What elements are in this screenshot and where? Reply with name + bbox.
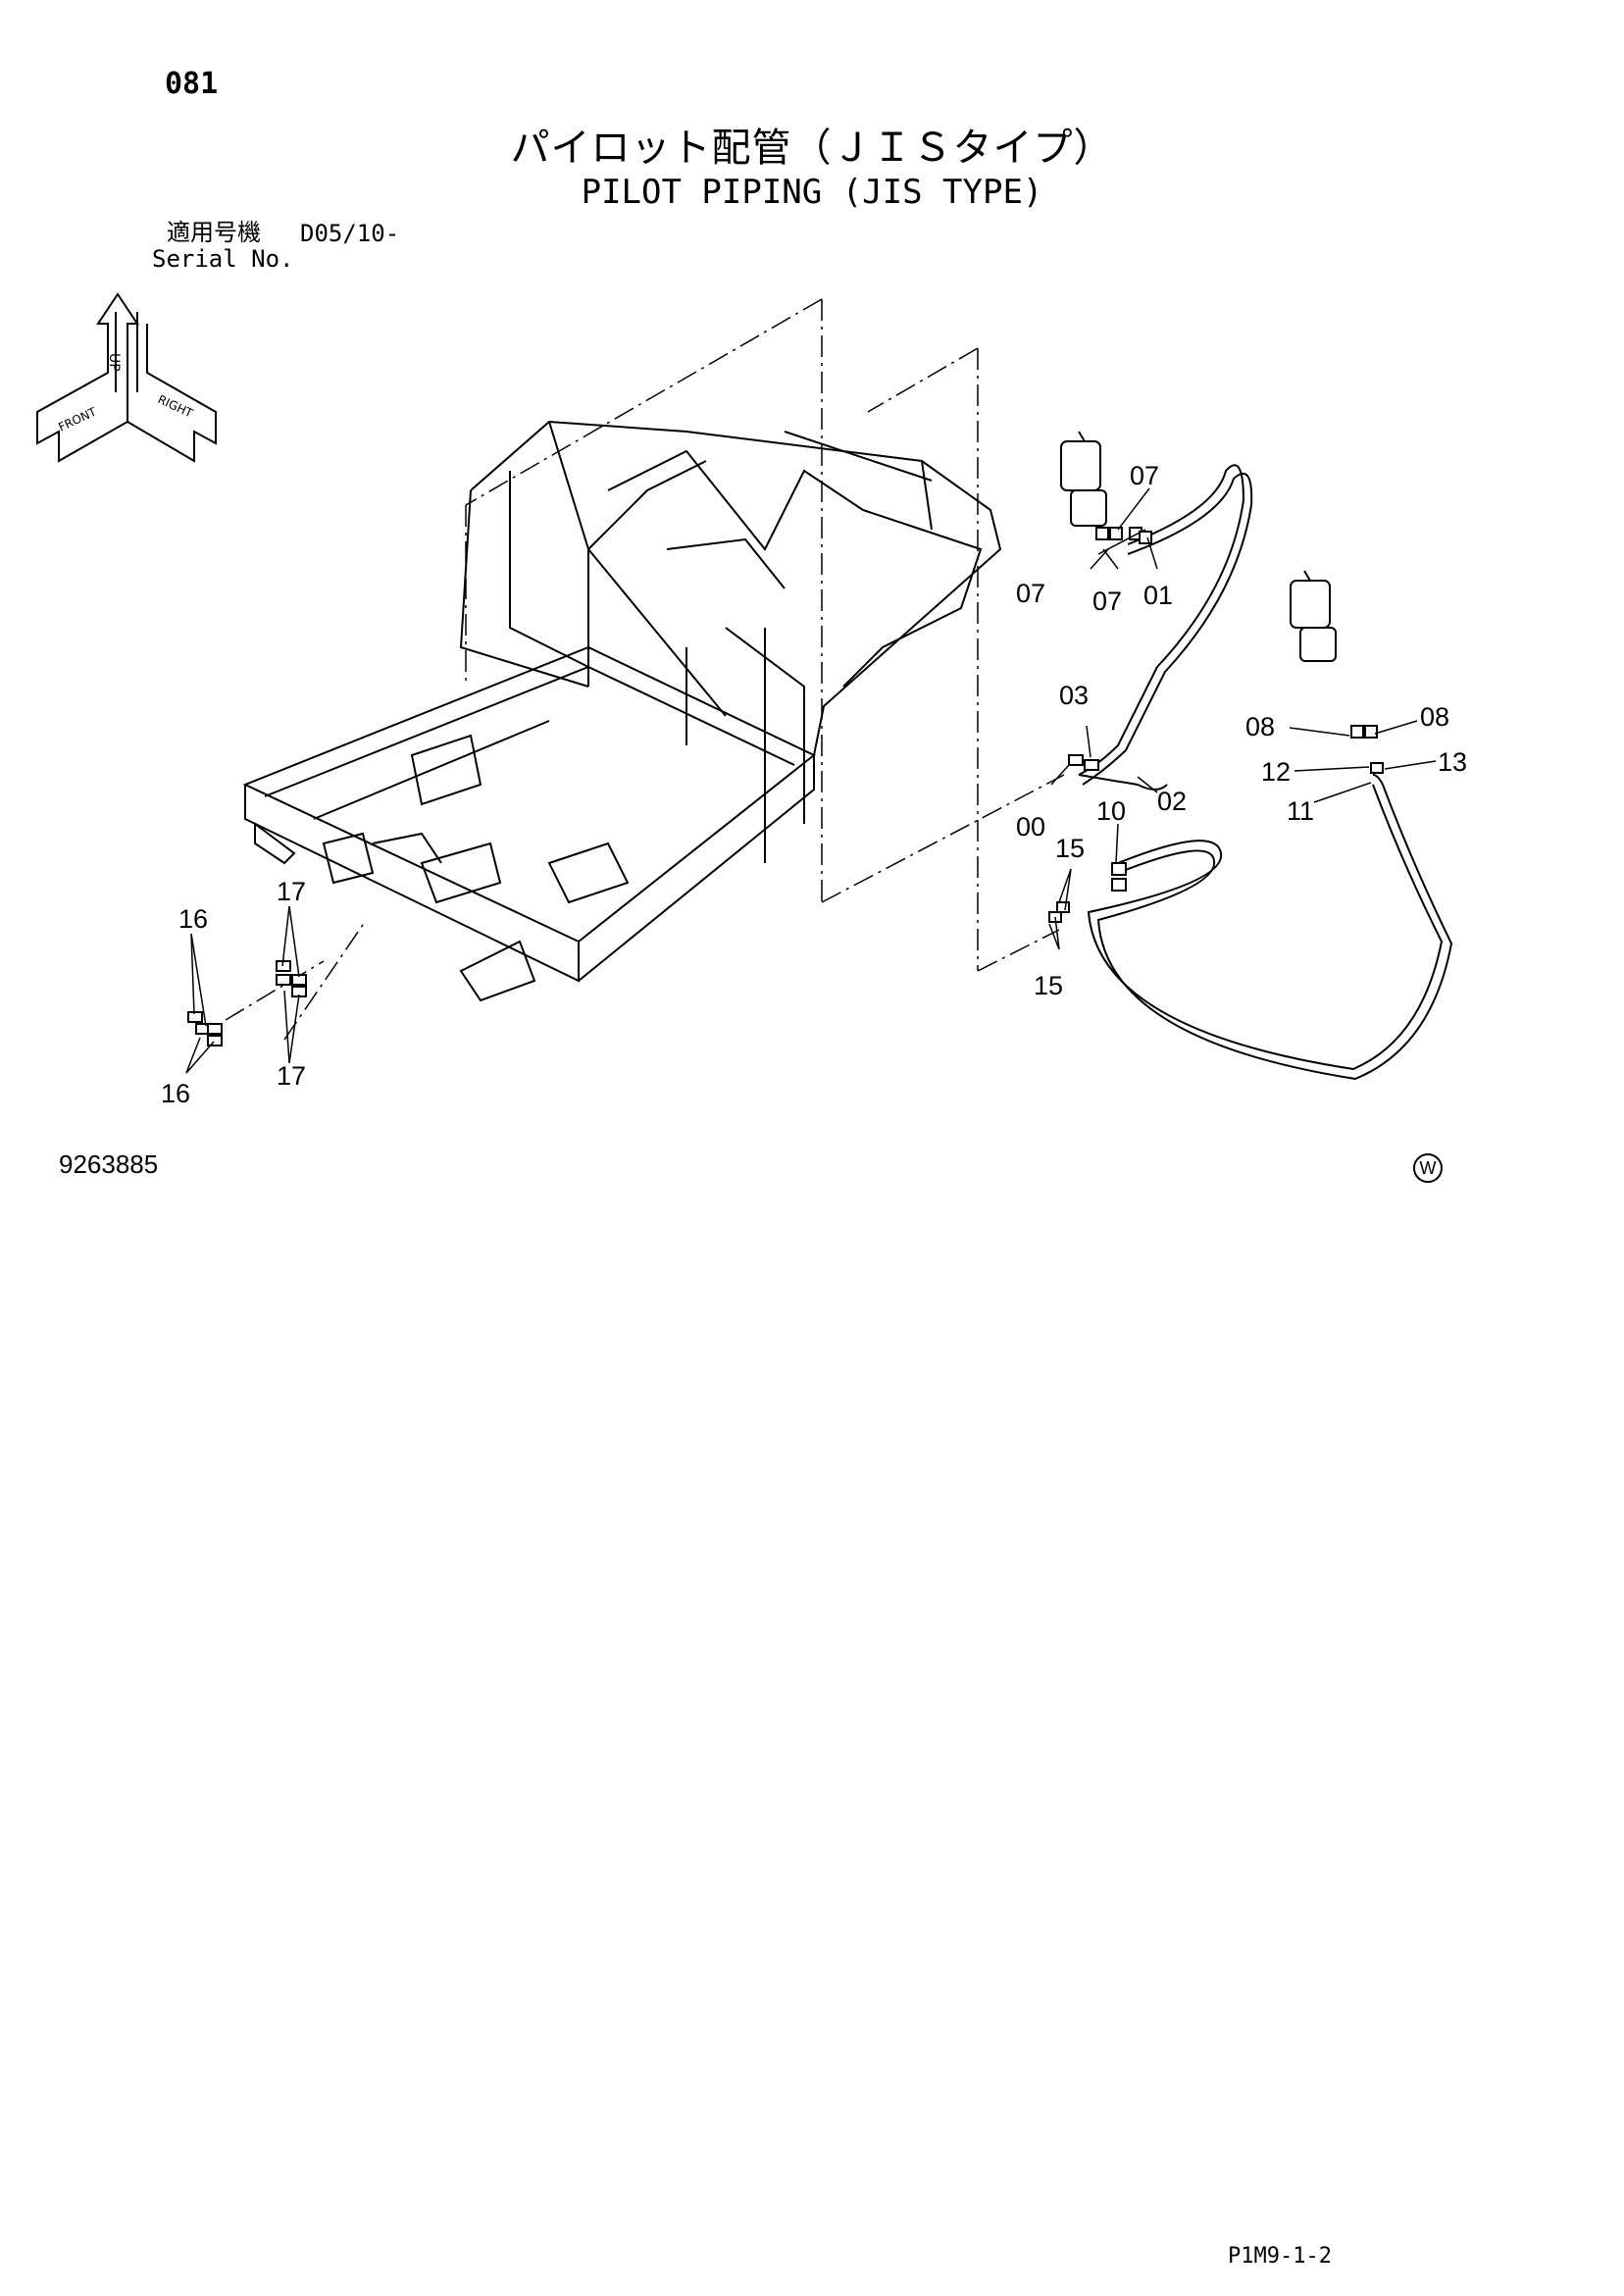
callout-15-top: 15 <box>1055 834 1085 863</box>
callout-03: 03 <box>1059 681 1089 710</box>
callout-01: 01 <box>1143 581 1173 610</box>
callout-07-top: 07 <box>1130 461 1159 490</box>
orientation-label-front: FRONT <box>56 404 99 434</box>
pilot-valve-left <box>1060 431 1107 527</box>
callout-11: 11 <box>1287 796 1314 826</box>
serial-label-japanese: 適用号機 <box>167 219 261 246</box>
orientation-icon: UP FRONT RIGHT <box>36 292 217 463</box>
cab-floor-frame <box>242 420 1002 1002</box>
callout-08-right: 08 <box>1420 702 1449 732</box>
callout-16-top: 16 <box>178 904 208 934</box>
serial-label-english: Serial No. <box>152 245 294 273</box>
callout-17-bottom: 17 <box>277 1061 306 1091</box>
orientation-label-up: UP <box>106 353 122 372</box>
callout-17-top: 17 <box>277 877 306 906</box>
callout-15-bottom: 15 <box>1034 971 1063 1000</box>
callout-07-mid: 07 <box>1092 587 1122 616</box>
callout-12: 12 <box>1261 757 1291 787</box>
callout-13: 13 <box>1438 747 1467 777</box>
callout-16-bottom: 16 <box>161 1079 190 1108</box>
page-number: 081 <box>165 67 219 101</box>
serial-range: D05/10- <box>300 220 400 247</box>
w-mark: W <box>1413 1153 1443 1183</box>
callout-00: 00 <box>1016 812 1045 842</box>
document-number: 9263885 <box>59 1149 159 1179</box>
page-title-japanese: パイロット配管（ＪＩＳタイプ） <box>510 126 1114 171</box>
leader-lines <box>185 487 1437 1074</box>
pilot-valve-right <box>1290 570 1337 662</box>
projection-lines <box>225 298 1065 1041</box>
callout-07-left: 07 <box>1016 579 1045 608</box>
callout-10: 10 <box>1096 796 1126 826</box>
page-title-english: PILOT PIPING (JIS TYPE) <box>581 173 1043 212</box>
callout-02: 02 <box>1157 787 1187 816</box>
page-reference: P1M9-1-2 <box>1228 2244 1332 2269</box>
callout-08-left: 08 <box>1245 712 1275 741</box>
pilot-hoses <box>1078 464 1453 1081</box>
